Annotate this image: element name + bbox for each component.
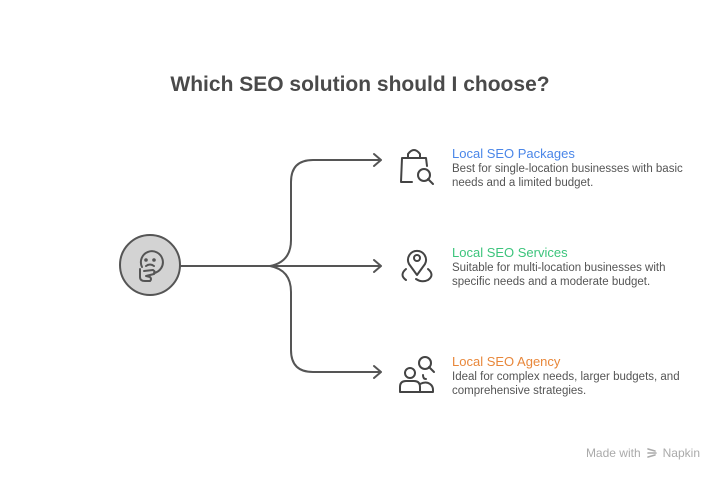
- location-pin-icon: [401, 249, 433, 283]
- option-description: Best for single-location businesses with…: [452, 163, 683, 189]
- shopping-bag-search-icon: [400, 149, 434, 185]
- footer-prefix: Made with: [585, 446, 641, 460]
- people-search-icon: [399, 356, 435, 393]
- thinking-face-icon: [139, 250, 164, 282]
- option-label: Local SEO Agency: [452, 354, 561, 369]
- option-label: Local SEO Packages: [452, 146, 575, 161]
- footer-brand: Napkin: [662, 446, 700, 460]
- made-with-napkin-badge[interactable]: Made with Napkin: [586, 446, 700, 460]
- page-title: Which SEO solution should I choose?: [170, 73, 550, 96]
- napkin-logo-icon: [646, 448, 657, 458]
- option-description: Suitable for multi-location businesses w…: [452, 262, 666, 288]
- option-label: Local SEO Services: [452, 245, 568, 260]
- thinking-hub: [119, 234, 181, 296]
- option-description: Ideal for complex needs, larger budgets,…: [452, 371, 680, 397]
